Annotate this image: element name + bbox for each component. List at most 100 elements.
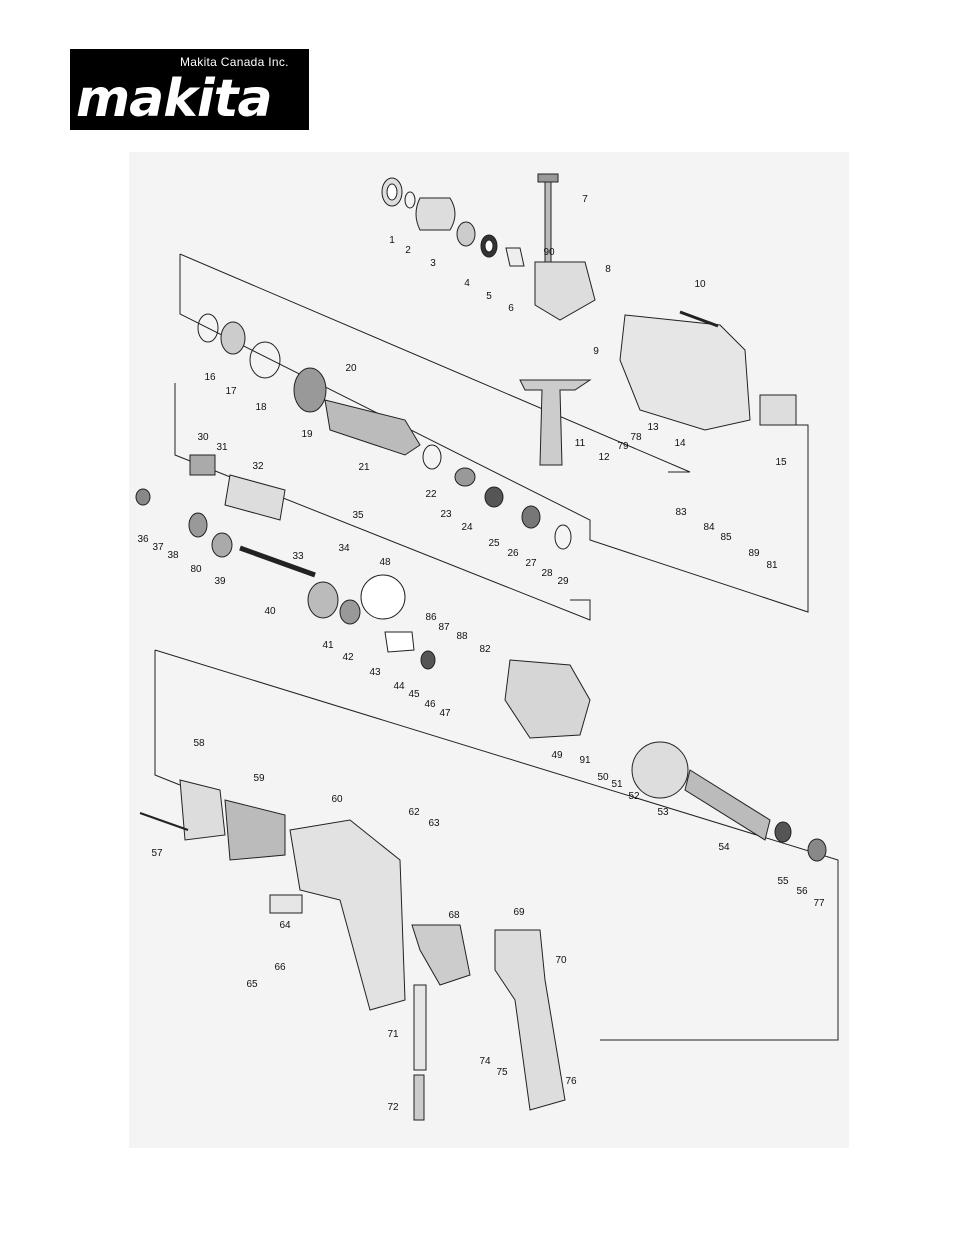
part-number-label-58: 58 bbox=[193, 738, 205, 749]
brand-wordmark: makita bbox=[76, 69, 273, 129]
part-number-label-19: 19 bbox=[301, 429, 313, 440]
part-number-label-68: 68 bbox=[448, 910, 460, 921]
part-17-shape bbox=[220, 321, 246, 355]
part-number-label-63: 63 bbox=[428, 818, 440, 829]
part-number-label-24: 24 bbox=[461, 522, 473, 533]
group-bracket-1b bbox=[179, 253, 691, 473]
part-number-label-44: 44 bbox=[393, 681, 405, 692]
part-number-label-23: 23 bbox=[440, 509, 452, 520]
part-number-label-7: 7 bbox=[582, 194, 588, 205]
part-number-label-87: 87 bbox=[438, 622, 450, 633]
part-number-label-5: 5 bbox=[486, 291, 492, 302]
part-46-shape bbox=[420, 650, 436, 670]
part-44-shape bbox=[384, 631, 415, 653]
part-number-label-36: 36 bbox=[137, 534, 149, 545]
part-number-label-28: 28 bbox=[541, 568, 553, 579]
part-number-label-56: 56 bbox=[796, 886, 808, 897]
part-number-label-17: 17 bbox=[225, 386, 237, 397]
part-number-label-14: 14 bbox=[674, 438, 686, 449]
part-49-shape bbox=[504, 659, 591, 739]
part-number-label-3: 3 bbox=[430, 258, 436, 269]
part-number-label-83: 83 bbox=[675, 507, 687, 518]
part-29-shape bbox=[554, 524, 572, 550]
part-number-label-75: 75 bbox=[496, 1067, 508, 1078]
part-number-label-52: 52 bbox=[628, 791, 640, 802]
part-number-label-84: 84 bbox=[703, 522, 715, 533]
group-bracket-3b bbox=[154, 649, 839, 1041]
part-number-label-2: 2 bbox=[405, 245, 411, 256]
part-number-label-25: 25 bbox=[488, 538, 500, 549]
part-number-label-4: 4 bbox=[464, 278, 470, 289]
part-number-label-85: 85 bbox=[720, 532, 732, 543]
part-57-shape bbox=[139, 812, 189, 831]
part-64-shape bbox=[269, 894, 303, 914]
part-19-shape bbox=[293, 367, 327, 413]
part-number-label-74: 74 bbox=[479, 1056, 491, 1067]
part-9-shape bbox=[519, 379, 592, 466]
part-number-label-65: 65 bbox=[246, 979, 258, 990]
part-number-label-11: 11 bbox=[575, 438, 586, 449]
part-55-shape bbox=[774, 821, 792, 843]
part-number-label-37: 37 bbox=[152, 542, 164, 553]
part-number-label-8: 8 bbox=[605, 264, 611, 275]
part-number-label-20: 20 bbox=[345, 363, 357, 374]
part-22-shape bbox=[422, 444, 442, 470]
part-number-label-42: 42 bbox=[342, 652, 354, 663]
part-number-label-48: 48 bbox=[379, 557, 391, 568]
part-number-label-21: 21 bbox=[358, 462, 370, 473]
part-number-label-15: 15 bbox=[775, 457, 787, 468]
part-number-label-80: 80 bbox=[190, 564, 202, 575]
group-bracket-2 bbox=[174, 383, 591, 621]
part-number-label-91: 91 bbox=[579, 755, 591, 766]
part-number-label-18: 18 bbox=[255, 402, 267, 413]
part-number-label-43: 43 bbox=[369, 667, 381, 678]
part-72-shape bbox=[413, 1074, 425, 1121]
part-number-label-81: 81 bbox=[766, 560, 778, 571]
part-number-label-49: 49 bbox=[551, 750, 563, 761]
part-number-label-70: 70 bbox=[555, 955, 567, 966]
part-36-shape bbox=[135, 488, 151, 506]
part-number-label-30: 30 bbox=[197, 432, 209, 443]
part-number-label-22: 22 bbox=[425, 489, 437, 500]
part-number-label-13: 13 bbox=[647, 422, 659, 433]
part-number-label-35: 35 bbox=[352, 510, 364, 521]
part-number-label-34: 34 bbox=[338, 543, 350, 554]
part-6-shape bbox=[505, 247, 525, 267]
part-15-shape bbox=[759, 394, 797, 426]
part-number-label-89: 89 bbox=[748, 548, 760, 559]
part-59-shape bbox=[224, 799, 286, 861]
part-number-label-79: 79 bbox=[617, 441, 629, 452]
part-number-label-53: 53 bbox=[657, 807, 669, 818]
part-42-shape bbox=[339, 599, 361, 625]
part-number-label-45: 45 bbox=[408, 689, 420, 700]
part-4-shape bbox=[456, 221, 476, 247]
exploded-parts-diagram-area bbox=[129, 152, 849, 1148]
part-number-label-55: 55 bbox=[777, 876, 789, 887]
part-number-label-41: 41 bbox=[322, 640, 334, 651]
part-number-label-69: 69 bbox=[513, 907, 525, 918]
part-number-label-32: 32 bbox=[252, 461, 264, 472]
part-27-shape bbox=[521, 505, 541, 529]
part-number-label-62: 62 bbox=[408, 807, 420, 818]
part-number-label-66: 66 bbox=[274, 962, 286, 973]
part-number-label-88: 88 bbox=[456, 631, 468, 642]
part-number-label-47: 47 bbox=[439, 708, 451, 719]
part-number-label-27: 27 bbox=[525, 558, 537, 569]
part-number-label-16: 16 bbox=[204, 372, 216, 383]
part-30-shape bbox=[189, 454, 216, 476]
part-number-label-90: 90 bbox=[543, 247, 555, 258]
part-number-label-46: 46 bbox=[424, 699, 436, 710]
part-number-label-26: 26 bbox=[507, 548, 519, 559]
part-number-label-72: 72 bbox=[387, 1102, 399, 1113]
part-number-label-6: 6 bbox=[508, 303, 514, 314]
part-number-label-1: 1 bbox=[389, 235, 395, 246]
part-71-shape bbox=[413, 984, 427, 1071]
part-10-shape bbox=[679, 310, 719, 328]
part-14-shape bbox=[619, 314, 751, 431]
part-number-label-57: 57 bbox=[151, 848, 163, 859]
part-number-label-29: 29 bbox=[557, 576, 569, 587]
part-number-label-39: 39 bbox=[214, 576, 226, 587]
part-32-shape bbox=[224, 474, 286, 521]
part-48-shape bbox=[360, 574, 406, 620]
